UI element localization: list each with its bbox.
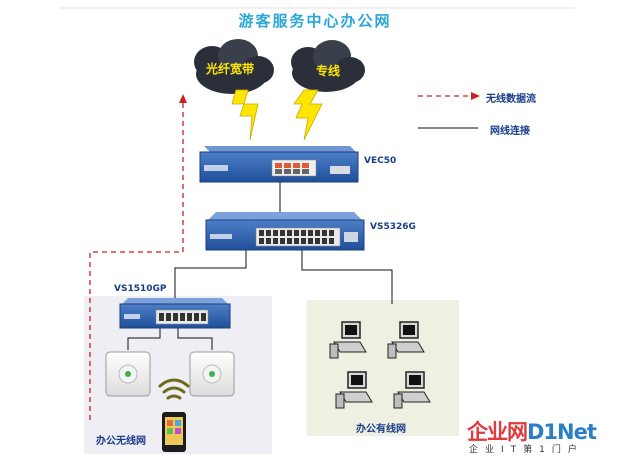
wifi-signal-icon bbox=[158, 378, 190, 400]
core-switch-device bbox=[205, 212, 365, 251]
poe-switch-device bbox=[119, 298, 231, 329]
watermark-brand-en: D1Net bbox=[527, 420, 597, 444]
cloud-label-fiber: 光纤宽带 bbox=[206, 62, 255, 76]
wired-area-background bbox=[307, 300, 459, 436]
cloud-label-leased: 专线 bbox=[316, 64, 341, 78]
lightning-icon bbox=[231, 89, 259, 141]
wired-links bbox=[127, 127, 478, 350]
access-point-left bbox=[105, 351, 151, 397]
watermark-logo: 企业网D1Net bbox=[467, 416, 597, 446]
wired-area-label: 办公有线网 bbox=[356, 424, 406, 435]
legend-arrow-icon bbox=[471, 92, 480, 100]
gateway-model-label: VEC50 bbox=[364, 156, 397, 166]
cloud-leased-line bbox=[291, 40, 365, 92]
flow-arrow-up-icon bbox=[179, 94, 187, 103]
wireless-area-label: 办公无线网 bbox=[96, 436, 146, 447]
wireless-data-flow bbox=[89, 95, 472, 420]
watermark-tagline: 企业IT第1门户 bbox=[469, 445, 584, 455]
gateway-device bbox=[199, 146, 359, 183]
access-point-right bbox=[189, 351, 235, 397]
desktop-pc-icon bbox=[329, 321, 367, 359]
poe-switch-model-label: VS1510GP bbox=[114, 284, 167, 294]
legend-wireless-label: 无线数据流 bbox=[486, 94, 536, 105]
watermark-brand-cn: 企业网 bbox=[467, 420, 528, 444]
core-switch-model-label: VS5326G bbox=[370, 222, 416, 232]
diagram-title: 游客服务中心办公网 bbox=[238, 12, 392, 30]
legend-wired-label: 网线连接 bbox=[490, 126, 530, 137]
smartphone-icon bbox=[162, 412, 186, 452]
cloud-fiber-broadband bbox=[194, 39, 274, 94]
desktop-pc-icon bbox=[335, 371, 373, 409]
desktop-pc-icon bbox=[393, 371, 431, 409]
desktop-pc-icon bbox=[387, 321, 425, 359]
lightning-icon bbox=[293, 89, 323, 141]
